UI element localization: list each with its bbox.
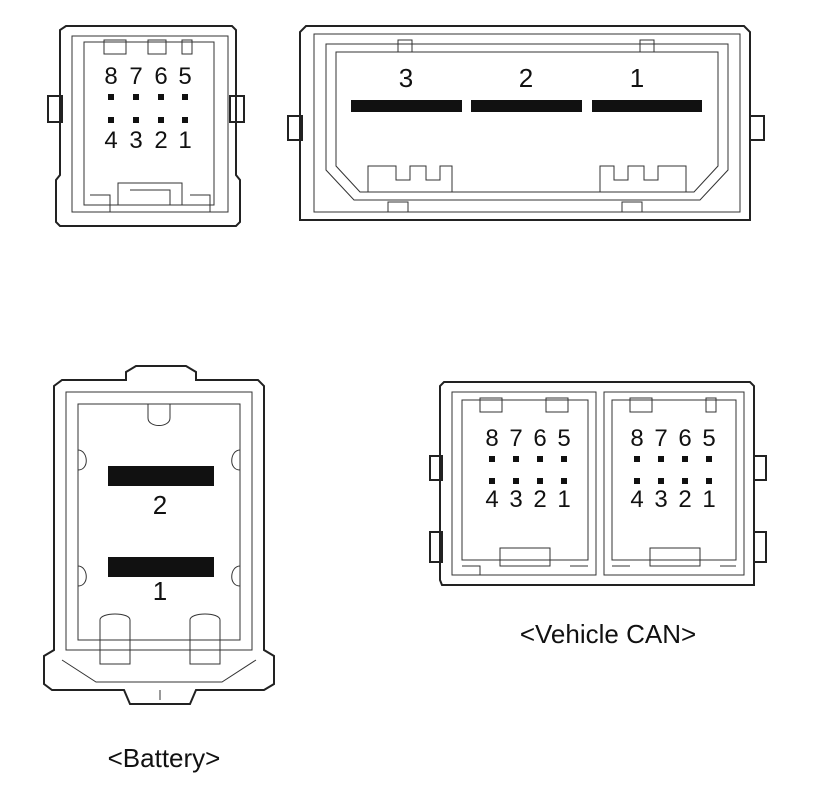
- connector-battery: 2 1: [43, 365, 275, 705]
- can-right-bottom-pin: 4: [630, 486, 643, 513]
- can-right-top-pin: 6: [678, 425, 691, 452]
- can-right-bottom-pin: 1: [702, 486, 715, 513]
- battery-pin-label: 2: [153, 490, 167, 520]
- battery-caption: <Battery>: [108, 743, 221, 773]
- can-right-top-pin: 7: [654, 425, 667, 452]
- c1-top-pin: 6: [154, 63, 167, 90]
- c2-blade: [471, 100, 582, 112]
- can-left-bottom-pin: 4: [485, 486, 498, 513]
- can-right-bottom-pin: 2: [678, 486, 691, 513]
- c2-pin-label: 1: [630, 63, 644, 93]
- can-right-top-pin: 5: [702, 425, 715, 452]
- vehicle-can-caption: <Vehicle CAN>: [520, 619, 696, 649]
- can-left-top-pin: 5: [557, 425, 570, 452]
- c2-blade: [351, 100, 462, 112]
- c1-bottom-pin: 4: [104, 127, 117, 154]
- can-left-bottom-pin: 2: [533, 486, 546, 513]
- battery-blade: [108, 466, 214, 486]
- can-left-top-pin: 6: [533, 425, 546, 452]
- c1-top-pin: 5: [178, 63, 191, 90]
- c2-pin-label: 3: [399, 63, 413, 93]
- connector-3pin-top-right: 3 2 1: [287, 25, 765, 221]
- c1-top-pin: 8: [104, 63, 117, 90]
- c1-bottom-pin: 2: [154, 127, 167, 154]
- battery-blade: [108, 557, 214, 577]
- can-left-top-pin: 7: [509, 425, 522, 452]
- can-right-bottom-pin: 3: [654, 486, 667, 513]
- c1-bottom-pin: 1: [178, 127, 191, 154]
- connector-8pin-top-left: 8 7 6 5 4 3 2 1: [47, 25, 245, 227]
- connector-vehicle-can: 8 7 6 5 4 3 2 1 8 7 6 5 4 3 2 1: [429, 381, 767, 586]
- can-right-top-pin: 8: [630, 425, 643, 452]
- can-left-bottom-pin: 3: [509, 486, 522, 513]
- c2-pin-label: 2: [519, 63, 533, 93]
- battery-pin-label: 1: [153, 576, 167, 606]
- c2-blade: [592, 100, 702, 112]
- can-left-bottom-pin: 1: [557, 486, 570, 513]
- c1-bottom-pin: 3: [129, 127, 142, 154]
- c1-top-pin: 7: [129, 63, 142, 90]
- can-left-top-pin: 8: [485, 425, 498, 452]
